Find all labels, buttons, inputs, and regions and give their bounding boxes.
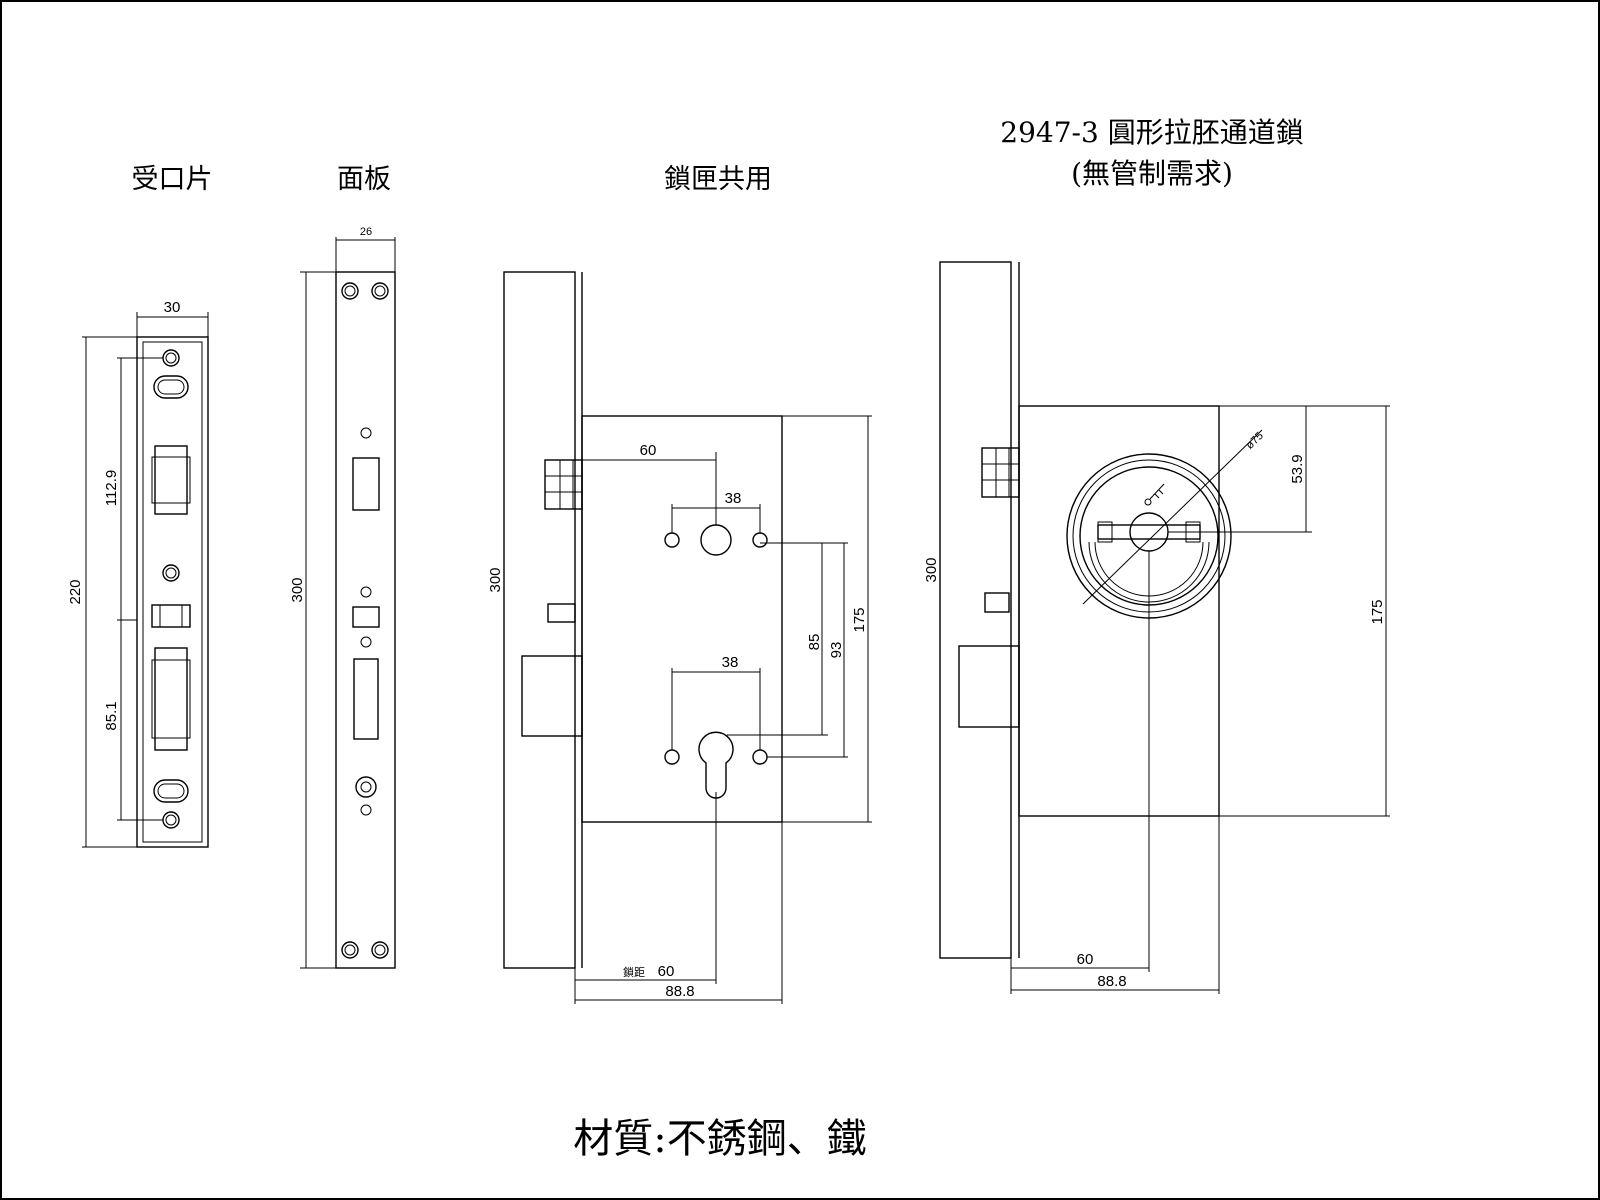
strike-screw-hole [162, 564, 180, 582]
model-title: 2947-3 圓形拉胚通道鎖 [1000, 116, 1303, 149]
faceplate-small-hole [360, 804, 372, 816]
lock-latch [981, 447, 1020, 498]
faceplate-screw-hole [341, 282, 359, 300]
dim-lock-175: 175 [1369, 599, 1386, 624]
case-mount-hole [752, 749, 768, 765]
dim-lock-539: 53.9 [1289, 454, 1306, 483]
heading-strike: 受口片 [132, 164, 213, 195]
strike-screw-hole [162, 349, 180, 367]
faceplate-small-hole [360, 636, 372, 648]
strike-plate-outline [136, 336, 209, 848]
lock-spindle [1129, 512, 1169, 552]
case-side-plate [503, 271, 576, 969]
heading-faceplate: 面板 [337, 164, 391, 195]
dim-case-backset-label: 鎖距 [623, 965, 645, 979]
faceplate-screw-hole [371, 941, 389, 959]
lock-trigger [984, 592, 1010, 613]
faceplate-bolt-opening [353, 658, 379, 740]
strike-slot-hole [153, 375, 189, 399]
dim-case-depth: 88.8 [665, 983, 694, 1000]
strike-screw-hole [162, 811, 180, 829]
lock-key-emblem-icon [1144, 483, 1165, 506]
faceplate-latch-opening [352, 457, 380, 511]
case-mount-hole [664, 749, 680, 765]
dim-strike-upper: 112.9 [103, 470, 120, 506]
dim-face-width: 26 [360, 226, 372, 238]
faceplate-view: 26 300 [289, 226, 396, 969]
strike-slot-hole [153, 779, 189, 803]
lock-side-plate [939, 261, 1012, 959]
dim-case-backset-bottom: 60 [658, 963, 675, 980]
strike-plate-view: 30 220 112.9 85.1 [67, 299, 209, 848]
dim-lock-diameter: ø75 [1244, 430, 1266, 452]
faceplate-cylinder-screw [355, 776, 377, 798]
heading-case-shared: 鎖匣共用 [664, 164, 772, 195]
round-lock-view: ø75 53.9 175 300 60 88.8 [923, 261, 1390, 994]
faceplate-screw-hole [341, 941, 359, 959]
case-latch [544, 459, 583, 510]
case-deadbolt [521, 655, 583, 737]
dim-case-93: 93 [828, 642, 845, 659]
strike-trigger-opening [151, 604, 191, 628]
case-cylinder-hole [698, 731, 734, 799]
dim-case-spacing-bottom: 38 [722, 654, 739, 671]
dim-lock-depth: 88.8 [1097, 973, 1126, 990]
case-body [581, 415, 783, 823]
dim-lock-backset: 60 [1077, 951, 1094, 968]
faceplate-screw-hole [371, 282, 389, 300]
dim-strike-height: 220 [67, 579, 84, 604]
dim-strike-lower: 85.1 [103, 701, 120, 730]
faceplate-trigger-opening [352, 606, 380, 628]
lock-case-view: 60 38 38 85 93 175 300 鎖距 60 88.8 [487, 271, 872, 1004]
strike-bolt-opening [154, 647, 188, 751]
faceplate-outline [335, 271, 396, 969]
dim-case-height: 300 [487, 567, 504, 592]
dim-strike-width: 30 [164, 299, 181, 316]
case-mount-hole [752, 532, 768, 548]
dim-face-height: 300 [289, 577, 306, 602]
lock-diameter-leader [1082, 429, 1263, 605]
faceplate-small-hole [360, 586, 372, 598]
dim-case-85: 85 [806, 634, 823, 651]
dim-case-backset: 60 [640, 442, 657, 459]
dim-case-spacing-top: 38 [725, 490, 742, 507]
lock-deadbolt [958, 645, 1020, 728]
case-mount-hole [664, 532, 680, 548]
lock-body [1018, 405, 1220, 817]
case-spindle-hole [700, 524, 732, 556]
dim-lock-height: 300 [923, 557, 940, 582]
strike-plate-inner [142, 341, 203, 843]
material-note: 材質:不銹鋼、鐵 [573, 1116, 866, 1162]
dim-case-175: 175 [851, 607, 868, 632]
faceplate-small-hole [360, 427, 372, 439]
model-subtitle: (無管制需求) [1071, 157, 1233, 190]
strike-latch-opening [154, 445, 188, 515]
case-trigger [547, 603, 576, 623]
